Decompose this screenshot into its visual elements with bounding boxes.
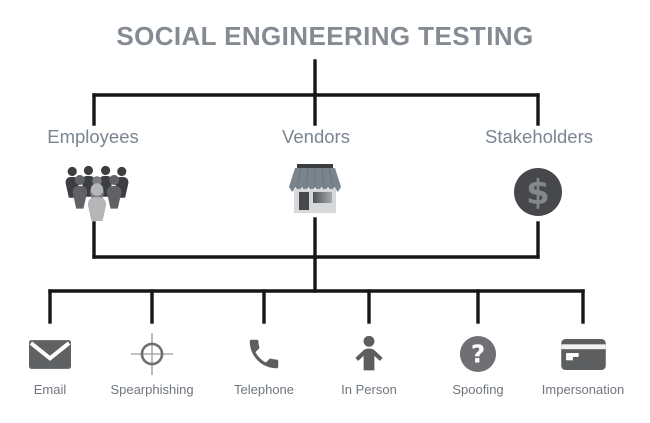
leaf-label-spearphishing: Spearphishing (110, 382, 194, 397)
branch-label-stakeholders: Stakeholders (485, 126, 593, 147)
leaf-label-telephone: Telephone (234, 382, 294, 397)
leaf-label-spoofing: Spoofing (452, 382, 504, 397)
envelope-icon (29, 339, 71, 369)
question-glyph: ? (471, 340, 485, 369)
tier1-bracket (92, 93, 540, 126)
leaf-label-in-person: In Person (341, 382, 397, 397)
card-icon (560, 338, 606, 370)
branch-label-employees: Employees (47, 126, 139, 147)
leaf-impersonation: Impersonation (528, 331, 638, 397)
question-icon: ? (459, 335, 497, 373)
crowd-icon (65, 165, 129, 221)
storefront-icon (289, 164, 341, 213)
leaf-email: Email (0, 331, 105, 397)
phone-icon (249, 339, 279, 369)
branch-label-vendors: Vendors (282, 126, 350, 147)
leaf-telephone: Telephone (209, 331, 319, 397)
leaf-in-person: In Person (314, 331, 424, 397)
dollar-glyph: $ (526, 173, 550, 213)
leaf-label-impersonation: Impersonation (541, 382, 625, 397)
page-title: SOCIAL ENGINEERING TESTING (116, 21, 534, 51)
leaf-spoofing: ? Spoofing (423, 331, 533, 397)
leaf-label-email: Email (33, 382, 67, 397)
person-icon (355, 335, 383, 371)
tier2-bracket (48, 289, 585, 324)
leaf-spearphishing: Spearphishing (97, 331, 207, 397)
crosshair-icon (130, 332, 174, 376)
dollar-icon: $ (514, 168, 562, 216)
tier1-to-tier2-bracket (92, 217, 540, 293)
